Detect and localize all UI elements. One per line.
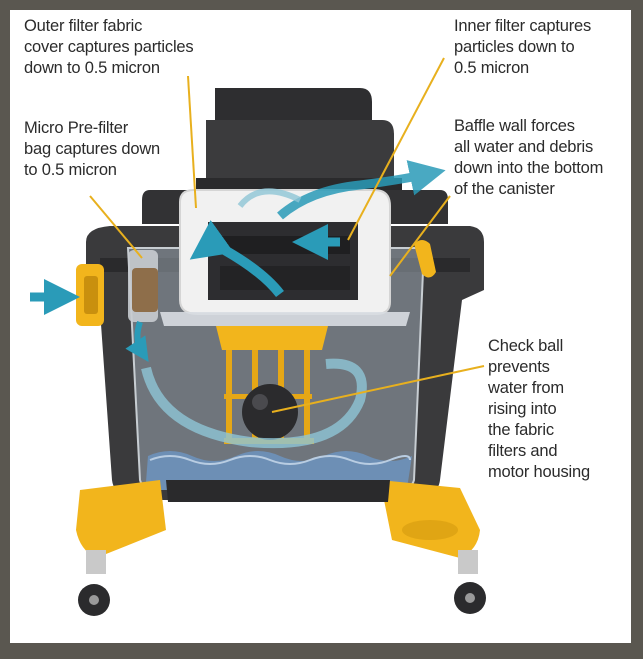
label-baffle-wall: Baffle wall forces all water and debris … xyxy=(454,117,604,198)
leader-prefilter xyxy=(89,195,143,259)
micro-prefilter-bag xyxy=(128,250,158,322)
leader-inner-filter xyxy=(347,57,445,241)
leader-check-ball xyxy=(271,365,485,413)
wet-dry-vacuum-cutaway xyxy=(30,57,486,616)
label-check-ball: Check ball prevents water from rising in… xyxy=(488,337,590,481)
leader-outer-filter xyxy=(187,75,197,209)
leader-baffle xyxy=(389,195,451,277)
diagram-frame: Outer filter fabric cover captures parti… xyxy=(10,10,631,643)
base-casters xyxy=(76,480,486,616)
label-outer-filter: Outer filter fabric cover captures parti… xyxy=(24,17,194,77)
leader-lines xyxy=(89,57,485,413)
inlet-port xyxy=(76,264,104,326)
baffle-wall xyxy=(160,312,410,326)
side-handle-clip xyxy=(414,240,436,278)
airflow-arrows xyxy=(30,160,446,449)
check-ball-cage xyxy=(216,326,328,444)
label-micro-prefilter: Micro Pre-filter bag captures down to 0.… xyxy=(24,119,161,179)
label-inner-filter: Inner filter captures particles down to … xyxy=(454,17,592,77)
